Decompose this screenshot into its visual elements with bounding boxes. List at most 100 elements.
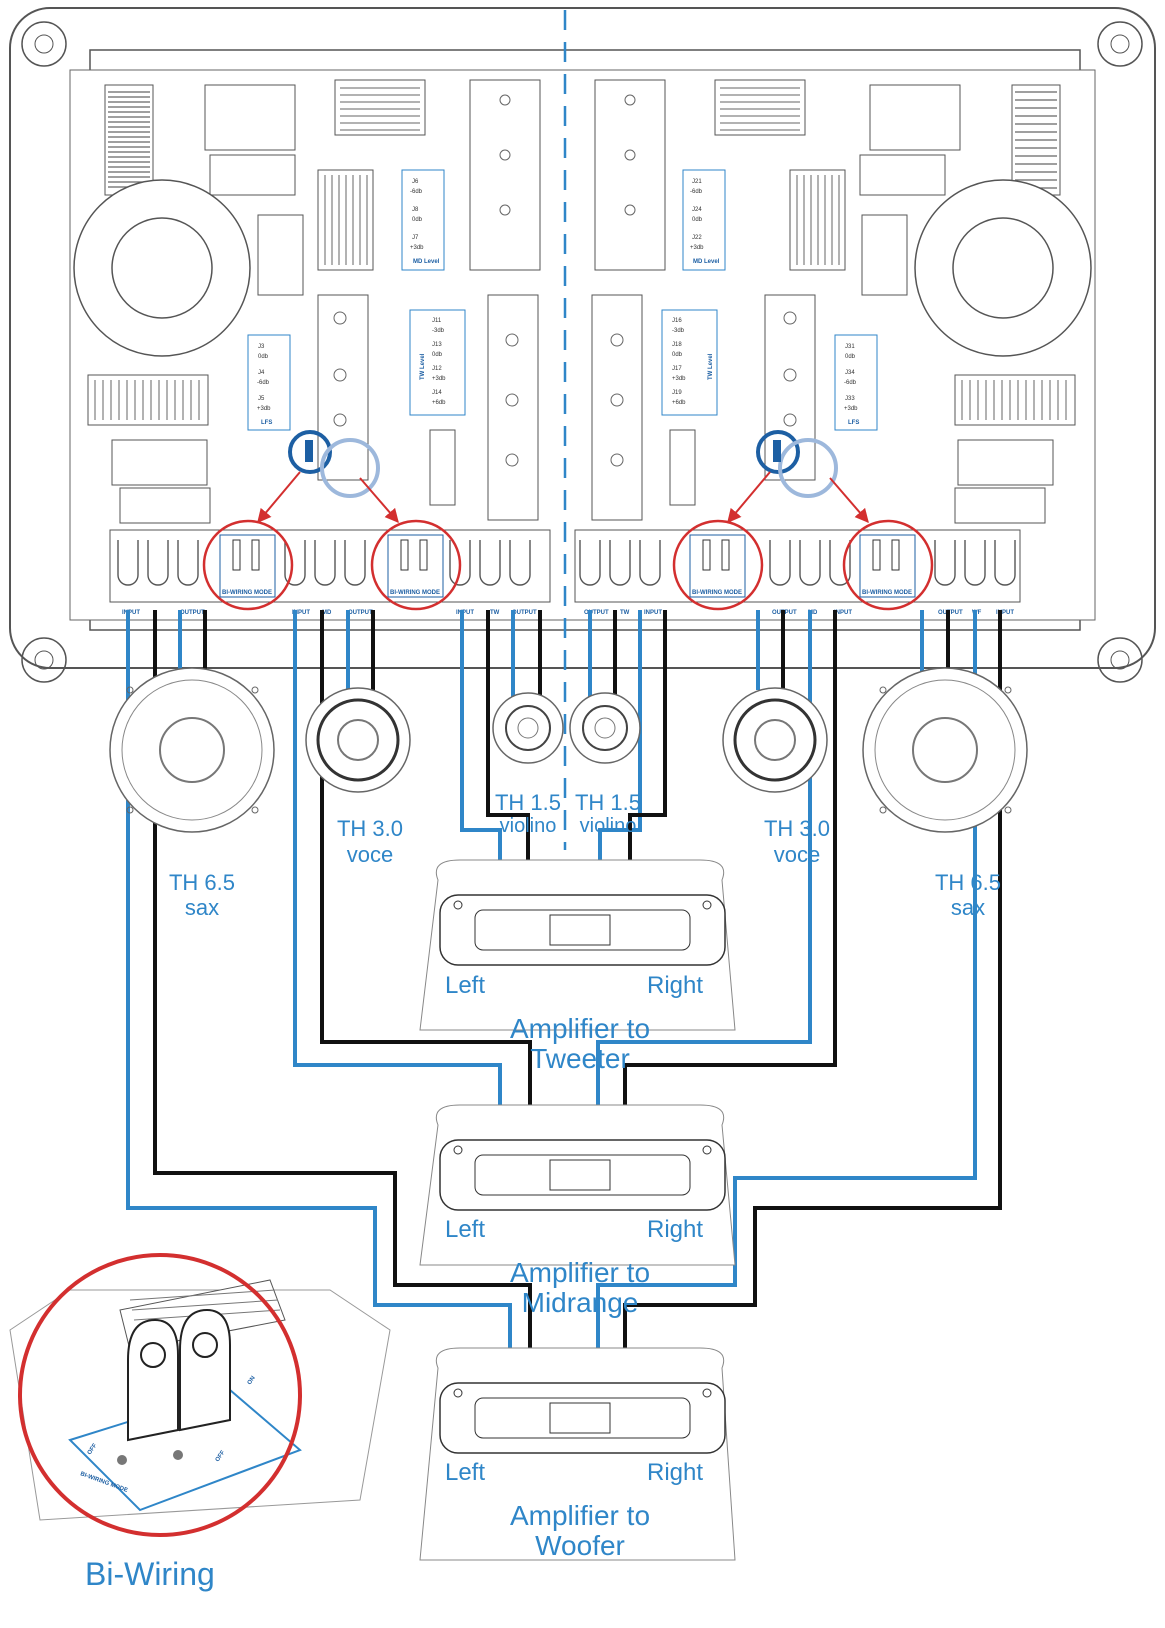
callout-arrow	[257, 471, 301, 524]
capacitor-block	[111, 439, 208, 486]
terminal-strip: BI-WIRING MODE BI-WIRING MODE BI-WIRING …	[109, 519, 1021, 616]
resistor-heatsink-icon	[317, 169, 374, 271]
amplifier-tweeter	[419, 859, 736, 1031]
capacitor-block	[204, 84, 296, 151]
jumper-value: +3db	[410, 245, 424, 251]
jumper-label: J19	[672, 390, 682, 396]
terminal-label: OUTPUT	[938, 610, 963, 616]
jumper-value: 0db	[258, 354, 269, 360]
jumper-group-title: LFS	[261, 420, 272, 426]
amp-left-label: Left	[445, 972, 485, 999]
jumper-group-tw-level-right: J16 J18 J17 J19 -3db 0db +3db +6db TW Le…	[661, 309, 718, 416]
jumper-group-tw-level-left: J11 J13 J12 J14 -3db 0db +3db +6db TW Le…	[409, 309, 466, 416]
terminal-label: MD	[322, 610, 332, 616]
biwiring-caption: Bi-Wiring	[85, 1556, 215, 1592]
speaker-model-label: TH 1.5	[495, 790, 561, 815]
speaker-woofer-left	[109, 667, 275, 833]
jumper-label: J22	[692, 235, 702, 241]
jumper-value: +3db	[690, 245, 704, 251]
jumper-value: +3db	[672, 376, 686, 382]
jumper-value: -6db	[844, 380, 857, 386]
speaker-role-label: voce	[774, 842, 820, 867]
jumper-value: 0db	[845, 354, 856, 360]
capacitor-block	[869, 84, 961, 151]
jumper-label: J13	[432, 342, 442, 348]
amp-right-label: Right	[647, 1216, 703, 1243]
jumper-label: J12	[432, 366, 442, 372]
jumper-label: J3	[258, 344, 265, 350]
corner-hole-icon	[1097, 637, 1143, 683]
speaker-model-label: TH 6.5	[169, 870, 235, 895]
amp-title-line1: Amplifier to	[510, 1257, 650, 1288]
callout-arrow	[359, 477, 399, 524]
jumper-group-title: TW Level	[420, 353, 426, 380]
terminal-label: INPUT	[834, 610, 852, 616]
amp-title-line1: Amplifier to	[510, 1013, 650, 1044]
callout-arrow	[829, 477, 869, 524]
jumper-group-title: MD Level	[413, 259, 440, 265]
jumper-label: J6	[412, 179, 419, 185]
corner-hole-icon	[21, 21, 67, 67]
amp-right-label: Right	[647, 1459, 703, 1486]
speaker-model-label: TH 6.5	[935, 870, 1001, 895]
resistor-bracket	[317, 79, 816, 521]
biwiring-switch[interactable]: BI-WIRING MODE	[387, 534, 444, 598]
jumper-label: J24	[692, 207, 702, 213]
biwiring-switch[interactable]: BI-WIRING MODE	[219, 534, 276, 598]
terminal-label: OUTPUT	[180, 610, 205, 616]
speaker-role-label: violino	[500, 815, 557, 837]
biwiring-switch[interactable]: BI-WIRING MODE	[689, 534, 746, 598]
biwiring-switch[interactable]: BI-WIRING MODE	[859, 534, 916, 598]
speaker-mid-left	[305, 687, 411, 793]
amp-title-line2: Midrange	[522, 1287, 639, 1318]
callout-arrow	[727, 471, 771, 524]
corner-hole-icon	[21, 637, 67, 683]
corner-hole-icon	[1097, 21, 1143, 67]
toroid-inductor-icon	[914, 179, 1092, 357]
callout-off-label: OFF	[215, 1450, 227, 1464]
speaker-model-label: TH 3.0	[764, 816, 830, 841]
terminal-label: TW	[490, 610, 500, 616]
jumper-value: -3db	[432, 328, 445, 334]
terminal-label: INPUT	[122, 610, 140, 616]
speaker-tweeter-left	[492, 692, 564, 764]
callout-ring	[672, 519, 764, 611]
terminal-label: MD	[808, 610, 818, 616]
speaker-role-label: sax	[951, 895, 985, 920]
switch-mode-label: BI-WIRING MODE	[390, 590, 440, 596]
capacitor-block	[859, 154, 946, 196]
speaker-role-label: sax	[185, 895, 219, 920]
callout-ring	[202, 519, 294, 611]
jumper-label: J7	[412, 235, 419, 241]
toroid-inductor-icon	[73, 179, 251, 357]
callout-ring	[842, 519, 934, 611]
jumper-value: -6db	[410, 189, 423, 195]
speaker-model-label: TH 1.5	[575, 790, 641, 815]
amp-title-line2: Tweeter	[530, 1043, 630, 1074]
speaker-role-label: violino	[580, 815, 637, 837]
amp-title-line2: Woofer	[535, 1530, 625, 1561]
jumper-label: J14	[432, 390, 442, 396]
amplifier-midrange	[419, 1104, 736, 1266]
crossover-board: J6 J8 J7 -6db 0db +3db MD Level J21 J24 …	[9, 7, 1156, 683]
jumper-value: +3db	[844, 406, 858, 412]
jumper-highlight-icon	[288, 430, 380, 498]
speaker-mid-right	[722, 687, 828, 793]
jumper-value: 0db	[432, 352, 443, 358]
jumper-label: J11	[432, 318, 442, 324]
speaker-tweeter-right	[569, 692, 641, 764]
jumper-value: +6db	[672, 400, 686, 406]
capacitor-block	[119, 487, 211, 524]
switch-lever-icon	[179, 1308, 231, 1432]
capacitor-block	[957, 439, 1054, 486]
terminal-label: INPUT	[292, 610, 310, 616]
jumper-group-md-level-right: J21 J24 J22 -6db 0db +3db MD Level	[682, 169, 726, 271]
resistor-heatsink-icon	[714, 79, 806, 136]
switch-mode-label: BI-WIRING MODE	[862, 590, 912, 596]
resistor-heatsink-icon	[87, 374, 209, 426]
capacitor-block	[861, 214, 908, 296]
jumper-group-lfs-left: J3 J4 J5 0db -6db +3db LFS	[247, 334, 291, 431]
capacitor-block	[954, 487, 1046, 524]
speaker-woofer-right	[862, 667, 1028, 833]
jumper-group-lfs-right: J31 J34 J33 0db -6db +3db LFS	[834, 334, 878, 431]
